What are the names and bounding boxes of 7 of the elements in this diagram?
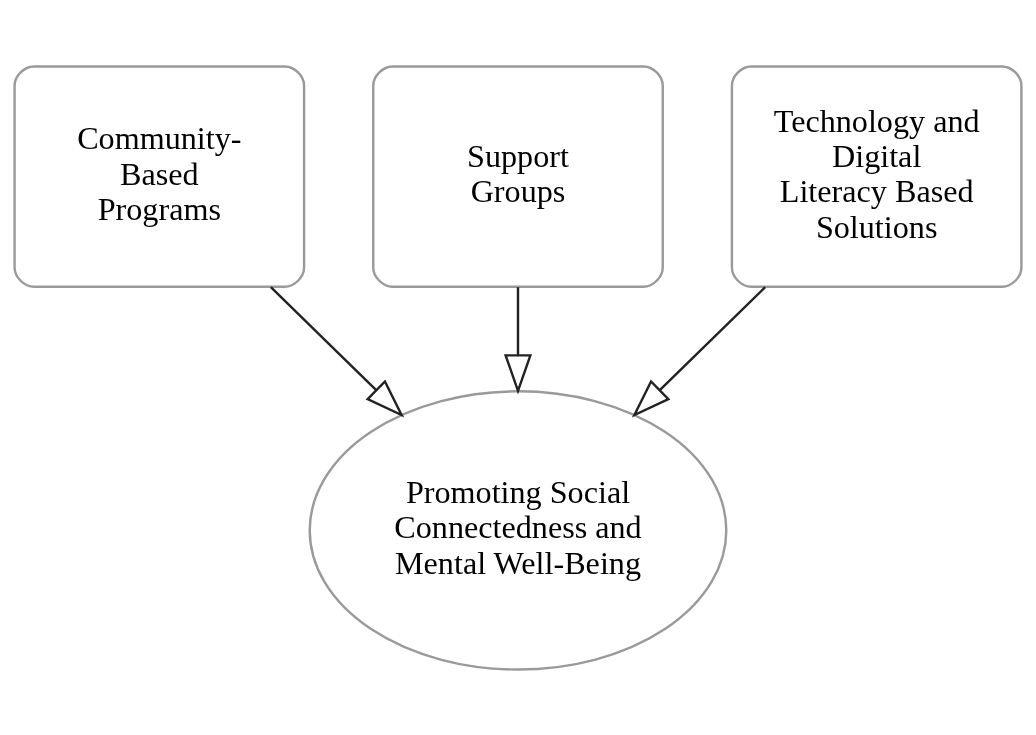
arrow — [503, 286, 533, 394]
node-box: Community-Based Programs — [13, 64, 306, 288]
arrow — [631, 285, 766, 418]
arrow — [270, 285, 405, 418]
node-box: Support Groups — [372, 64, 664, 288]
node-ellipse: Promoting Social Connectedness and Mental Well-Being — [308, 389, 728, 671]
node-box: Technology and Digital Literacy Based Solutions — [730, 64, 1023, 288]
